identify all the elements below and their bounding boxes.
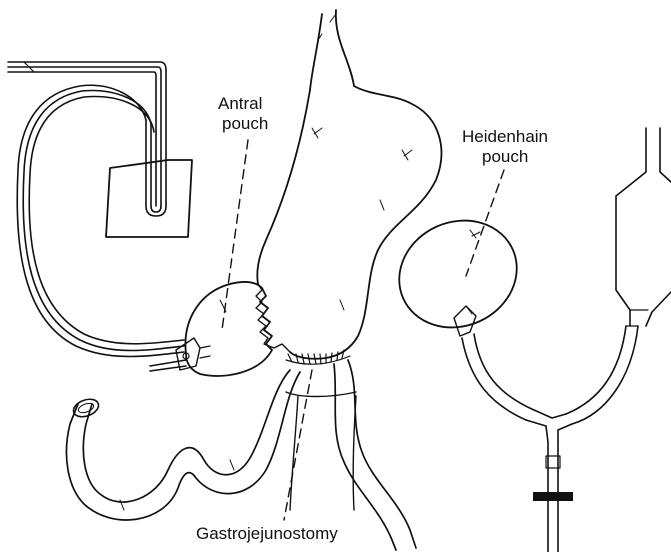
antral-pouch <box>176 282 272 376</box>
perfusion-tubing <box>8 62 192 371</box>
reservoir-box <box>106 160 192 237</box>
heidenhain-pouch-label: Heidenhain pouch <box>462 127 548 167</box>
antral-label-line2: pouch <box>218 114 268 134</box>
antral-label-line1: Antral <box>218 94 268 114</box>
heidenhain-pouch <box>382 202 534 346</box>
heidenhain-label-line1: Heidenhain <box>462 127 548 147</box>
antral-pouch-label: Antral pouch <box>218 94 268 134</box>
jejunum <box>66 360 416 550</box>
clamp <box>533 492 573 501</box>
gastrojejunostomy-label: Gastrojejunostomy <box>196 524 338 544</box>
stomach <box>256 10 441 364</box>
heidenhain-label-line2: pouch <box>462 147 548 167</box>
heidenhain-leader <box>466 170 504 276</box>
y-tube-apparatus <box>462 128 671 552</box>
antral-leader <box>222 140 248 330</box>
